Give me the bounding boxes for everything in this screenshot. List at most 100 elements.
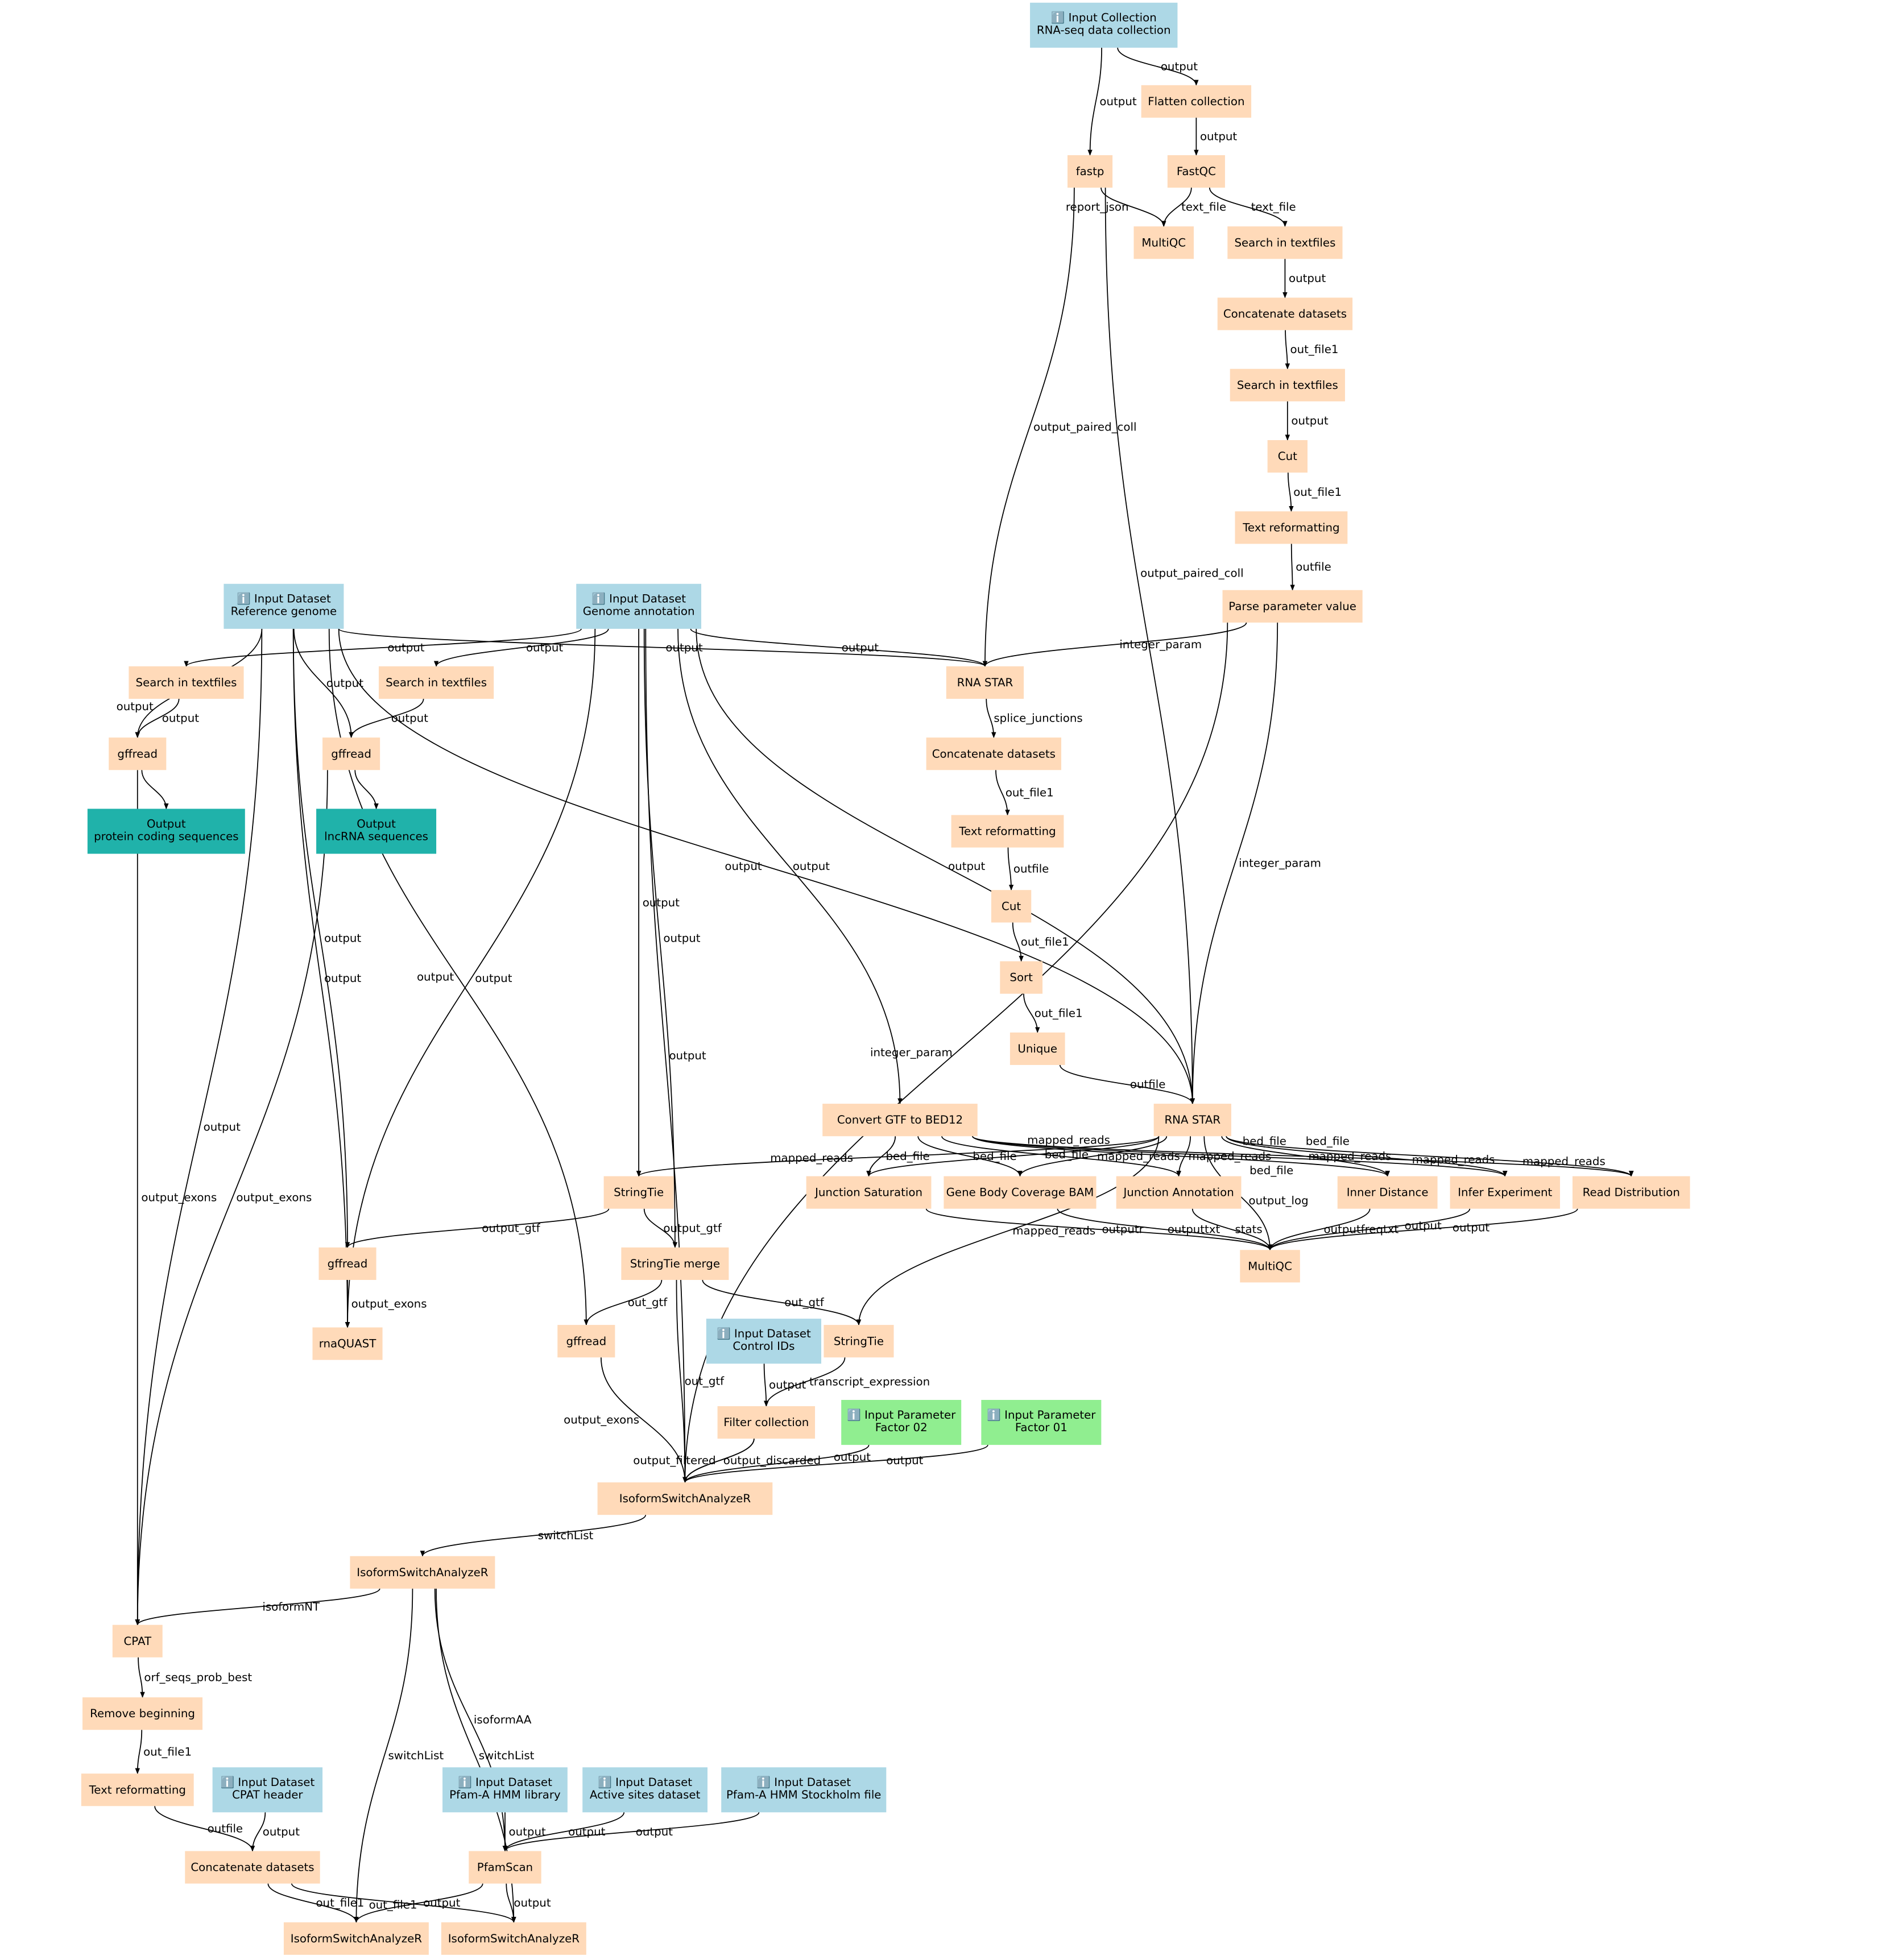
node-tool[interactable]: IsoformSwitchAnalyzeR bbox=[597, 1482, 773, 1515]
node-tool[interactable]: Search in textfiles bbox=[1230, 368, 1345, 401]
node-label: ℹ️ Input Dataset bbox=[591, 592, 686, 606]
edge-label: splice_junctions bbox=[994, 712, 1082, 725]
node-label: Inner Distance bbox=[1347, 1186, 1429, 1199]
node-tool[interactable]: Text reformatting bbox=[1235, 511, 1348, 544]
node-tool[interactable]: gffread bbox=[322, 737, 380, 770]
node-label: MultiQC bbox=[1248, 1259, 1292, 1273]
node-tool[interactable]: Sort bbox=[1000, 961, 1043, 994]
edge-label: integer_param bbox=[1119, 638, 1202, 651]
edge-n9-n10 bbox=[1287, 473, 1294, 512]
node-tool[interactable]: Search in textfiles bbox=[378, 666, 494, 699]
node-tool[interactable]: MultiQC bbox=[1240, 1250, 1300, 1283]
node-tool[interactable]: Unique bbox=[1009, 1032, 1065, 1065]
edge-n54-n56 bbox=[267, 1883, 359, 1923]
node-tool[interactable]: Infer Experiment bbox=[1450, 1176, 1560, 1209]
node-tool[interactable]: gffread bbox=[557, 1325, 615, 1358]
edge-label: bed_file bbox=[1243, 1135, 1286, 1148]
edge-label: out_file1 bbox=[316, 1896, 364, 1909]
node-tool[interactable]: CPAT bbox=[112, 1625, 163, 1657]
node-tool[interactable]: FastQC bbox=[1167, 155, 1225, 188]
node-box bbox=[441, 1922, 586, 1955]
node-tool[interactable]: Parse parameter value bbox=[1222, 590, 1363, 623]
node-label: ℹ️ Input Dataset bbox=[237, 592, 331, 606]
node-box bbox=[1217, 297, 1353, 330]
edge-n12-n36 bbox=[292, 628, 350, 1248]
node-box bbox=[621, 1247, 729, 1280]
node-tool[interactable]: Cut bbox=[991, 890, 1032, 923]
node-tool[interactable]: StringTie bbox=[824, 1325, 894, 1358]
node-tool[interactable]: Concatenate datasets bbox=[926, 737, 1062, 770]
edge-label: outfile bbox=[1013, 862, 1049, 875]
node-tool[interactable]: Gene Body Coverage BAM bbox=[944, 1176, 1097, 1209]
edge-n13-n16 bbox=[690, 628, 987, 667]
node-tool[interactable]: Read Distribution bbox=[1572, 1176, 1690, 1209]
node-tool[interactable]: Text reformatting bbox=[81, 1773, 194, 1806]
node-tool[interactable]: StringTie merge bbox=[621, 1247, 729, 1280]
node-tool[interactable]: Remove beginning bbox=[82, 1697, 203, 1730]
node-label: Junction Annotation bbox=[1122, 1186, 1234, 1199]
node-tool[interactable]: RNA STAR bbox=[946, 666, 1024, 699]
edge-n18-n21 bbox=[354, 770, 379, 810]
node-tool[interactable]: gffread bbox=[318, 1247, 376, 1280]
node-tool[interactable]: Text reformatting bbox=[951, 815, 1064, 848]
node-box bbox=[946, 666, 1024, 699]
edge-n3-n26 bbox=[1104, 188, 1195, 1105]
node-tool[interactable]: Concatenate datasets bbox=[185, 1851, 320, 1884]
node-tool[interactable]: Inner Distance bbox=[1337, 1176, 1438, 1209]
edge-label: mapped_reads bbox=[1097, 1150, 1180, 1163]
edge-n4-n6 bbox=[1209, 187, 1288, 227]
node-tool[interactable]: Concatenate datasets bbox=[1217, 297, 1353, 330]
edge-label: bed_file bbox=[973, 1150, 1016, 1163]
node-box bbox=[322, 737, 380, 770]
node-box bbox=[822, 1104, 978, 1137]
edge-label: output bbox=[793, 860, 830, 873]
edge-n31-n35 bbox=[1191, 1208, 1273, 1251]
node-box bbox=[597, 1482, 773, 1515]
edge-n13-n38 bbox=[345, 628, 596, 1328]
node-label: FastQC bbox=[1177, 165, 1216, 178]
edge-n25-n26 bbox=[1059, 1064, 1195, 1105]
node-label: ℹ️ Input Parameter bbox=[987, 1408, 1096, 1422]
node-tool[interactable]: Convert GTF to BED12 bbox=[822, 1104, 978, 1137]
node-tool[interactable]: IsoformSwitchAnalyzeR bbox=[441, 1922, 586, 1955]
node-tool[interactable]: IsoformSwitchAnalyzeR bbox=[350, 1556, 495, 1589]
node-box bbox=[991, 890, 1032, 923]
node-label: ℹ️ Input Collection bbox=[1051, 11, 1157, 24]
node-label: Concatenate datasets bbox=[932, 747, 1056, 760]
node-tool[interactable]: fastp bbox=[1067, 155, 1113, 188]
node-tool[interactable]: StringTie bbox=[603, 1176, 674, 1209]
node-tool[interactable]: IsoformSwitchAnalyzeR bbox=[283, 1922, 429, 1955]
node-tool[interactable]: Junction Annotation bbox=[1116, 1176, 1242, 1209]
node-label: StringTie bbox=[614, 1186, 664, 1199]
node-tool[interactable]: Filter collection bbox=[717, 1406, 816, 1439]
node-box bbox=[706, 1319, 822, 1364]
node-tool[interactable]: PfamScan bbox=[469, 1851, 541, 1884]
edge-n27-n29 bbox=[866, 1136, 896, 1177]
node-tool[interactable]: rnaQUAST bbox=[312, 1327, 383, 1360]
node-tool[interactable]: Search in textfiles bbox=[129, 666, 244, 699]
node-tool[interactable]: RNA STAR bbox=[1153, 1104, 1231, 1137]
edge-label: out_gtf bbox=[685, 1375, 725, 1388]
edge-label: output_log bbox=[1248, 1194, 1308, 1207]
edge-n27-n34 bbox=[972, 1136, 1634, 1177]
node-box bbox=[1450, 1176, 1560, 1209]
node-tool[interactable]: gffread bbox=[109, 737, 167, 770]
node-tool[interactable]: Search in textfiles bbox=[1227, 226, 1343, 259]
node-tool[interactable]: Flatten collection bbox=[1141, 85, 1252, 118]
node-tool[interactable]: MultiQC bbox=[1133, 226, 1194, 259]
node-tool[interactable]: Cut bbox=[1267, 440, 1308, 473]
node-box bbox=[1267, 440, 1308, 473]
node-tool[interactable]: Junction Saturation bbox=[806, 1176, 932, 1209]
